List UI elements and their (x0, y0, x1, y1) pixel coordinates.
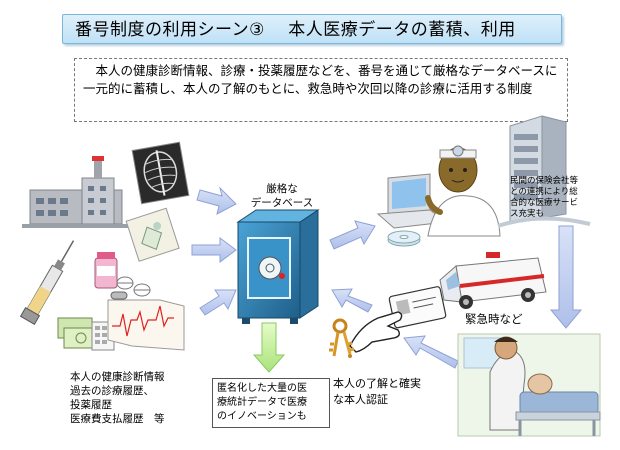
laptop-icon (376, 173, 448, 247)
database-label-line: データベース (250, 197, 314, 209)
id-card-icon (349, 286, 447, 353)
safe-icon (236, 209, 320, 324)
ambulance-icon (439, 252, 547, 309)
consent-label-line: な本人認証 (333, 393, 388, 406)
arrow-db-to-statistics (252, 322, 286, 373)
keys-icon (329, 318, 355, 358)
arrow-records-to-db (199, 289, 237, 316)
office-building-icon (497, 115, 591, 228)
insurance-label-line: 民間の保険会社等 (510, 176, 579, 186)
database-label-line: 厳格な (266, 183, 298, 195)
inputs-label-line: 過去の診療履歴、 (70, 385, 154, 397)
insurance-label-line: 合的な医療サービ (510, 198, 579, 208)
doctor-icon (425, 145, 501, 237)
hospital-bed-icon (457, 333, 601, 437)
inputs-label-line: 投薬履歴 (70, 399, 112, 411)
medicine-box-icon (125, 207, 180, 262)
inputs-label: 本人の健康診断情報 過去の診療履歴、 投薬履歴 医療費支払履歴 等 (70, 370, 200, 426)
arrow-insurance-to-bed (549, 225, 583, 329)
inputs-label-line: 本人の健康診断情報 (70, 371, 165, 383)
description-box: 本人の健康診断情報、診療・投薬履歴などを、番号を通じて厳格なデータベースに一元的… (74, 58, 568, 122)
xray-icon (131, 141, 190, 205)
consent-label: 本人の了解と確実 な本人認証 (333, 376, 443, 408)
arrow-medicine-to-db (191, 237, 237, 263)
database-label: 厳格な データベース (242, 182, 322, 210)
anonymized-label-line: 匿名化した大量の医 (217, 383, 307, 394)
consent-label-line: 本人の了解と確実 (333, 377, 421, 390)
emergency-label: 緊急時など (465, 312, 523, 326)
arrow-db-to-doctor (329, 220, 376, 250)
inputs-label-line: 医療費支払履歴 等 (70, 413, 165, 425)
arrow-hospital-to-db (196, 186, 237, 215)
arrow-bed-to-card (403, 335, 459, 369)
insurance-label-line: との連携により総 (510, 187, 578, 197)
anonymized-label-line: 療統計データで医療 (217, 397, 307, 408)
insurance-label: 民間の保険会社等 との連携により総 合的な医療サービ ス充実も (510, 176, 612, 220)
medicine-bottle-icon (94, 252, 118, 289)
money-icon (57, 317, 115, 351)
arrow-consent-to-db (331, 288, 373, 313)
hospital-icon (22, 156, 130, 228)
syringe-icon (19, 240, 75, 325)
anonymized-label-line: のイノベーションも (217, 411, 307, 422)
anonymized-statistics-box: 匿名化した大量の医 療統計データで医療 のイノベーションも (212, 378, 330, 428)
chart-icon (107, 299, 185, 351)
insurance-label-line: ス充実も (510, 209, 545, 219)
pills-icon (110, 276, 151, 300)
description-text: 本人の健康診断情報、診療・投薬履歴などを、番号を通じて厳格なデータベースに一元的… (83, 63, 558, 96)
page-title: 番号制度の利用シーン③ 本人医療データの蓄積、利用 (62, 14, 562, 44)
